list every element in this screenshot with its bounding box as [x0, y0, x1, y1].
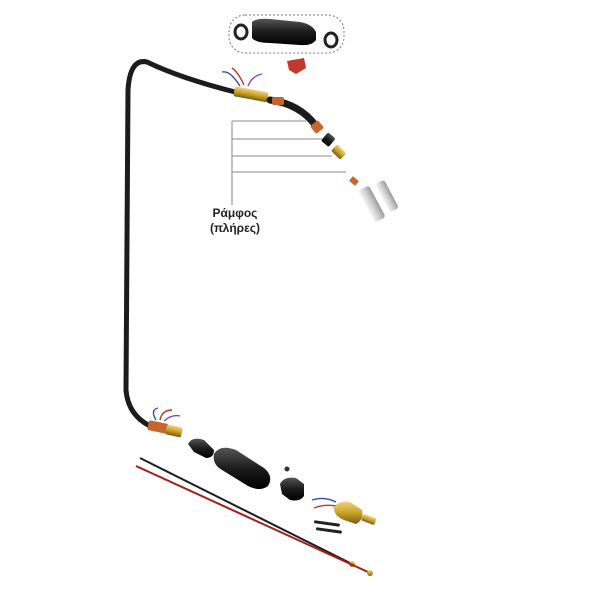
swan-neck: [266, 96, 324, 134]
wire-icon: [247, 73, 263, 87]
trigger-icon: [287, 58, 306, 74]
diffuser-icon: [321, 133, 335, 147]
liner-icon: [139, 457, 351, 564]
sleeve-icon: [188, 438, 214, 458]
neck-tip-icon: [310, 120, 324, 134]
euro-connector-icon: [334, 501, 363, 524]
label-line-2: (πλήρες): [209, 221, 261, 235]
wire-icon: [152, 407, 159, 421]
nut-icon: [280, 477, 304, 501]
nozzle-icon: [376, 180, 398, 212]
ring-left-icon: [233, 23, 249, 41]
wire-icon: [159, 409, 173, 421]
insulating-tube-icon: [313, 520, 340, 527]
handle-shell-group: [228, 14, 345, 54]
wire-icon: [221, 71, 241, 87]
fitting-icon: [165, 424, 183, 438]
lower-ferrule: [147, 407, 183, 438]
grip-icon: [213, 447, 271, 489]
upper-ferrule: [221, 67, 269, 102]
screw-icon: [284, 466, 290, 472]
front-consumables: [321, 133, 398, 222]
rear-handle: [188, 438, 304, 501]
diffuser-brass-icon: [331, 145, 346, 159]
ferrule-icon: [147, 420, 169, 434]
handle-shell-icon: [252, 18, 316, 46]
connector-pin-icon: [361, 514, 377, 525]
wire-icon: [311, 497, 337, 503]
ring-right-icon: [323, 31, 339, 49]
central-connector: [311, 497, 377, 534]
contact-tip-icon: [349, 176, 359, 186]
cable-icon: [123, 59, 238, 429]
wire-liners: [135, 457, 373, 576]
nozzle-icon: [359, 186, 385, 222]
fitting-icon: [251, 90, 269, 102]
ferrule-icon: [233, 86, 255, 100]
leader-lines: [231, 120, 346, 205]
label-line-1: Ράμφος: [212, 206, 258, 220]
insulating-tube-icon: [315, 527, 342, 534]
neck-insulator-icon: [272, 97, 284, 105]
wire-icon: [231, 67, 245, 86]
wire-icon: [163, 414, 181, 422]
wire-icon: [313, 504, 337, 509]
dotted-outline: [228, 14, 345, 54]
liner-end-icon: [367, 570, 373, 576]
liner-icon: [135, 465, 369, 573]
torch-neck-label: Ράμφος (πλήρες): [196, 206, 274, 236]
